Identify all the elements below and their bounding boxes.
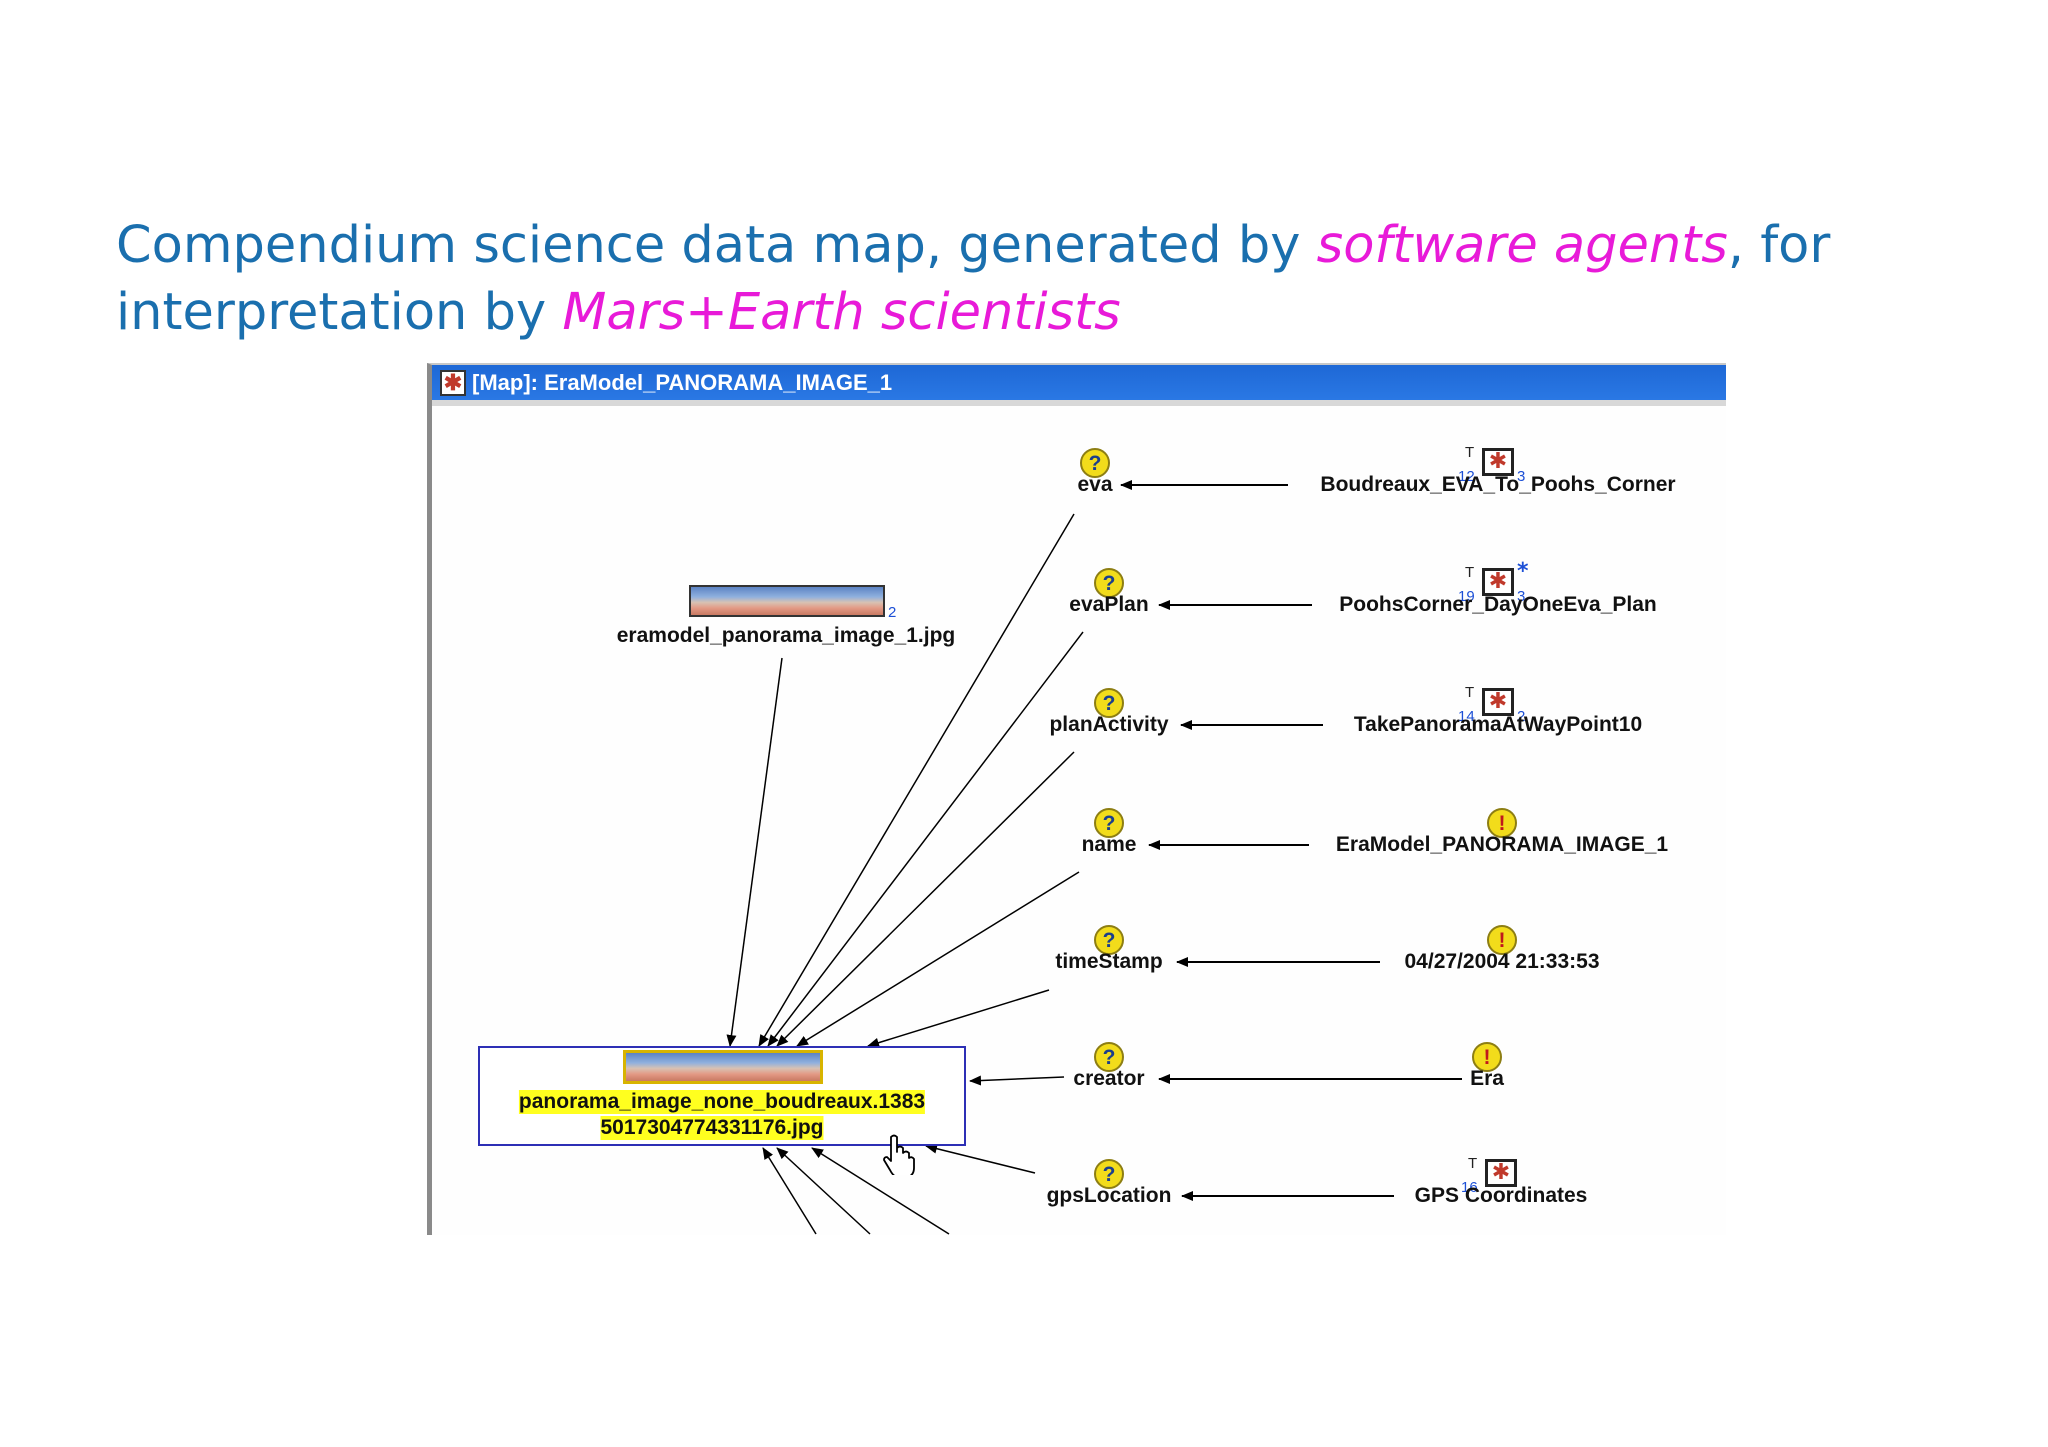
answer-left-count: 19	[1458, 588, 1475, 605]
link-creator-to-selected	[969, 1075, 1065, 1086]
map-canvas[interactable]: 2 eramodel_panorama_image_1.jpg ? eva ? …	[432, 406, 1726, 1235]
titlebar-divider	[432, 400, 1726, 406]
window-titlebar[interactable]: ✱ [Map]: EraModel_PANORAMA_IMAGE_1	[432, 365, 1726, 400]
map-icon[interactable]: ✱	[1485, 1159, 1517, 1187]
map-icon[interactable]: ✱	[1482, 688, 1514, 716]
question-node-eva[interactable]: eva	[1077, 473, 1113, 496]
image-node-count: 2	[888, 604, 897, 621]
link-eva-to-selected	[758, 513, 1075, 1047]
selected-node-thumbnail	[623, 1050, 823, 1084]
slide-title: Compendium science data map, generated b…	[116, 212, 1976, 346]
exclamation-icon[interactable]: !	[1472, 1042, 1502, 1072]
exclamation-icon[interactable]: !	[1487, 925, 1517, 955]
title-part2: , for interpretation by	[116, 216, 1831, 342]
title-part1: Compendium science data map, generated b…	[116, 216, 1317, 275]
question-icon[interactable]: ?	[1080, 448, 1110, 478]
map-icon[interactable]: ✱	[1482, 568, 1514, 596]
title-highlight-agents: software agents	[1316, 216, 1728, 275]
answer-node-boudreaux-eva[interactable]: Boudreaux_EVA_To_Poohs_Corner	[1320, 473, 1676, 496]
answer-node-poohs-plan[interactable]: PoohsCorner_DayOneEva_Plan	[1339, 593, 1657, 616]
selected-node-label-line2: 5017304774331176.jpg	[600, 1116, 824, 1140]
question-node-name[interactable]: name	[1081, 833, 1137, 856]
link-timestamp-to-selected	[867, 989, 1050, 1048]
link-lower-2	[776, 1147, 871, 1235]
answer-left-count: 14	[1458, 708, 1475, 725]
link-evaplan-to-selected	[767, 631, 1084, 1047]
window-title: [Map]: EraModel_PANORAMA_IMAGE_1	[472, 369, 893, 395]
answer-node-eramodel[interactable]: EraModel_PANORAMA_IMAGE_1	[1335, 833, 1669, 856]
panorama-thumbnail[interactable]	[689, 585, 885, 617]
map-icon: ✱	[440, 369, 466, 396]
link-lower-1	[762, 1147, 817, 1235]
link-image-to-selected	[726, 657, 783, 1047]
title-highlight-scientists: Mars+Earth scientists	[562, 283, 1121, 342]
question-icon[interactable]: ?	[1094, 1159, 1124, 1189]
question-icon[interactable]: ?	[1094, 808, 1124, 838]
link-gps-to-selected	[925, 1143, 1036, 1174]
map-icon[interactable]: ✱	[1482, 448, 1514, 476]
image-node-label[interactable]: eramodel_panorama_image_1.jpg	[616, 624, 956, 647]
answer-node-take-panorama[interactable]: TakePanoramaAtWayPoint10	[1353, 713, 1643, 736]
link-layer	[726, 480, 1462, 1235]
answer-tag: T	[1465, 564, 1475, 581]
link-planactivity-to-selected	[776, 751, 1075, 1047]
question-node-timestamp[interactable]: timeStamp	[1055, 950, 1163, 973]
selected-node[interactable]: panorama_image_none_boudreaux.1383 50173…	[478, 1046, 966, 1146]
question-icon[interactable]: ?	[1094, 1042, 1124, 1072]
question-icon[interactable]: ?	[1094, 688, 1124, 718]
question-node-creator[interactable]: creator	[1073, 1067, 1145, 1090]
selected-node-label-line1: panorama_image_none_boudreaux.1383	[518, 1090, 926, 1114]
answer-tag: T	[1465, 444, 1475, 461]
answer-tag: T	[1468, 1155, 1478, 1172]
question-icon[interactable]: ?	[1094, 925, 1124, 955]
question-node-gpslocation[interactable]: gpsLocation	[1046, 1184, 1172, 1207]
link-name-to-selected	[796, 871, 1080, 1047]
question-icon[interactable]: ?	[1094, 568, 1124, 598]
answer-left-count: 12	[1458, 468, 1475, 485]
question-node-evaplan[interactable]: evaPlan	[1069, 593, 1149, 616]
star-icon: *	[1517, 559, 1529, 584]
answer-left-count: 16	[1461, 1179, 1478, 1196]
answer-node-gps-coordinates[interactable]: GPS Coordinates	[1414, 1184, 1588, 1207]
compendium-map-window: ✱ [Map]: EraModel_PANORAMA_IMAGE_1	[427, 363, 1726, 1235]
answer-node-timestamp-value[interactable]: 04/27/2004 21:33:53	[1404, 950, 1600, 973]
answer-right-count: 3	[1517, 468, 1526, 485]
answer-right-count: 3	[1517, 588, 1526, 605]
answer-node-era[interactable]: Era	[1470, 1067, 1504, 1090]
answer-tag: T	[1465, 684, 1475, 701]
link-lower-3	[811, 1147, 950, 1235]
question-node-planactivity[interactable]: planActivity	[1049, 713, 1169, 736]
exclamation-icon[interactable]: !	[1487, 808, 1517, 838]
hand-pointer-icon	[883, 1134, 915, 1175]
answer-right-count: 2	[1517, 708, 1526, 725]
